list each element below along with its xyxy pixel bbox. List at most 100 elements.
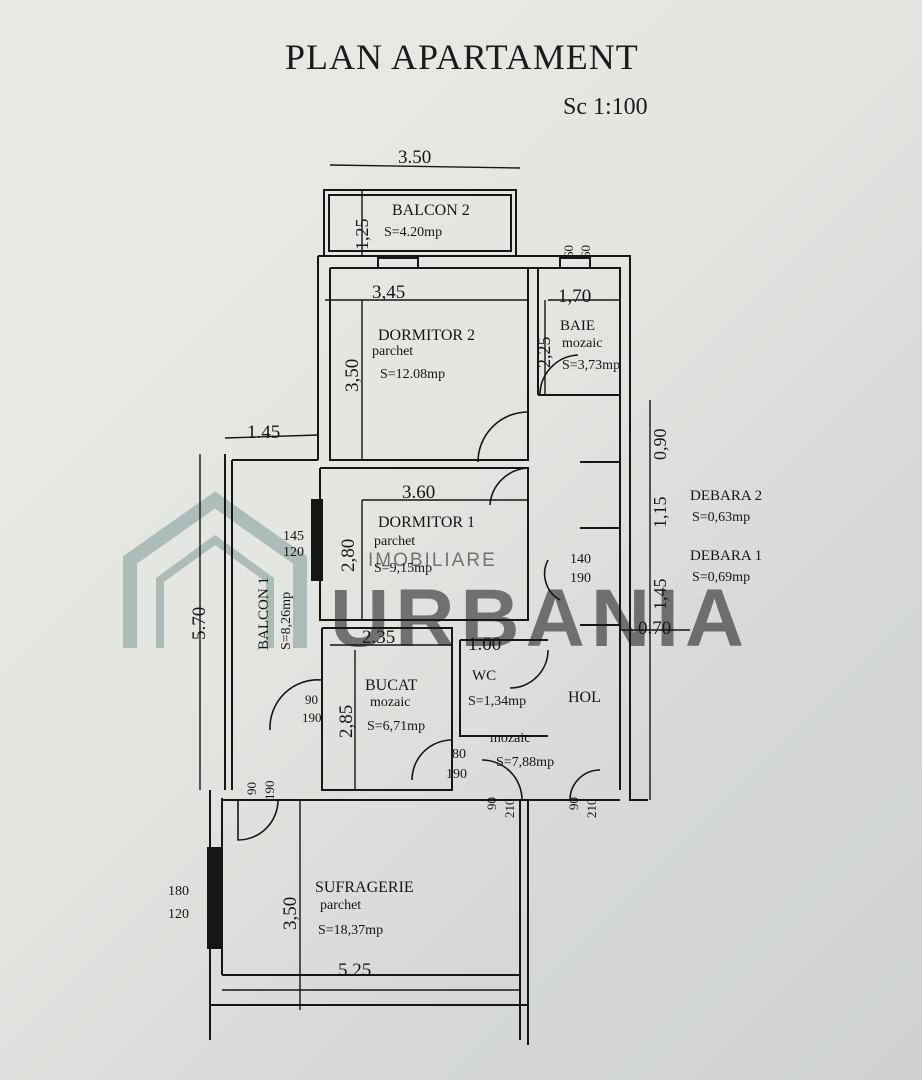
watermark-small-text: IMOBILIARE	[368, 550, 497, 571]
baie-window	[559, 257, 591, 269]
debara2-name: DEBARA 2	[690, 488, 762, 504]
baie-name: BAIE	[560, 318, 595, 334]
hol-name: HOL	[568, 689, 601, 706]
inner-wall-top-right	[330, 267, 621, 790]
dim-280: 2,80	[338, 539, 359, 572]
dormitor2-window	[377, 257, 419, 269]
hol-bucat-door	[411, 739, 453, 781]
dim-145b: 1,45	[650, 579, 670, 611]
baie-area: S=3,73mp	[562, 358, 620, 373]
wc-door	[509, 649, 549, 689]
baie-floor: mozaic	[562, 336, 602, 351]
dim-190a: 190	[570, 571, 591, 586]
bucatarie-walls	[321, 627, 453, 791]
dim-90c: 90	[244, 782, 259, 795]
debara-door	[543, 559, 561, 601]
dormitor1-floor: parchet	[374, 534, 415, 549]
dormitor2-floor: parchet	[372, 344, 413, 359]
dim-145: 1.45	[247, 422, 280, 443]
dim-350-suf: 3,50	[280, 897, 301, 930]
dormitor1-area: S=9,15mp	[374, 561, 432, 576]
dim-120-window: 120	[283, 545, 304, 560]
watermark-big-text: URBANIA	[330, 573, 750, 664]
dormitor2-door	[477, 411, 529, 463]
debara1-area: S=0,69mp	[692, 570, 750, 585]
hol-floor: mozaic	[490, 731, 530, 746]
wc-area: S=1,34mp	[468, 694, 526, 709]
bucat-floor: mozaic	[370, 695, 410, 710]
balcon2-area: S=4.20mp	[384, 225, 442, 240]
dim-90d: 90	[484, 797, 499, 810]
debara1-name: DEBARA 1	[690, 548, 762, 564]
hol-area: S=7,88mp	[496, 755, 554, 770]
dim-525: 5.25	[338, 960, 371, 981]
dormitor1-door	[489, 467, 529, 506]
debara2-area: S=0,63mp	[692, 510, 750, 525]
dim-190b: 190	[302, 710, 322, 725]
balcon1-name: BALCON 1	[256, 577, 272, 650]
dim-360: 3.60	[402, 482, 435, 503]
dim-100: 1.00	[468, 634, 501, 655]
dim-60a: 60	[561, 245, 576, 258]
dormitor2-walls	[329, 268, 529, 461]
sufragerie-window	[207, 847, 221, 949]
dim-line-145	[224, 434, 319, 439]
dim-225: 2,25	[534, 337, 554, 369]
bucatarie-door	[269, 679, 323, 731]
dim-80: 80	[452, 747, 466, 762]
dimension-lines	[199, 164, 690, 1010]
plan-title: PLAN APARTAMENT	[285, 37, 639, 77]
sufragerie-name: SUFRAGERIE	[315, 879, 414, 896]
watermark-house-icon	[123, 491, 307, 648]
dim-line-350-top	[329, 164, 521, 169]
sufragerie-area: S=18,37mp	[318, 923, 383, 938]
sufragerie-floor: parchet	[320, 898, 361, 913]
dim-210b: 210	[584, 799, 599, 819]
room-labels: BALCON 2 S=4.20mp DORMITOR 2 parchet S=1…	[256, 202, 762, 938]
doors	[237, 354, 601, 841]
dim-190c: 190	[446, 767, 467, 782]
urbania-watermark: IMOBILIARE URBANIA	[123, 491, 750, 664]
dim-180: 180	[168, 884, 189, 899]
dormitor1-name: DORMITOR 1	[378, 514, 475, 531]
dim-350-top: 3.50	[398, 147, 431, 168]
plan-scale: Sc 1:100	[563, 94, 648, 120]
dim-190d: 190	[262, 781, 277, 801]
entrance-door	[569, 769, 601, 801]
dim-120b: 120	[168, 907, 189, 922]
dim-90a: 90	[305, 692, 318, 707]
dim-235: 2.35	[362, 627, 395, 648]
dim-345: 3,45	[372, 282, 405, 303]
dim-90e: 90	[566, 797, 581, 810]
dimension-labels: 3.50 1,25 60 60 3,45 1,70 2,25 3,50 1.45…	[168, 147, 671, 981]
dim-285: 2,85	[336, 705, 357, 738]
dim-145-window: 145	[283, 529, 304, 544]
dim-115: 1,15	[650, 497, 670, 529]
baie-door	[539, 354, 579, 396]
dim-070: 0.70	[638, 618, 671, 639]
balcon2-inner	[328, 194, 512, 252]
balcon1-area: S=8,26mp	[279, 592, 294, 650]
bucat-area: S=6,71mp	[367, 719, 425, 734]
dim-350-dorm2: 3,50	[342, 359, 363, 392]
balcon2-name: BALCON 2	[392, 202, 470, 219]
dim-125: 1,25	[352, 219, 372, 251]
watermark-house-inner-icon	[156, 535, 274, 648]
dormitor1-window	[311, 499, 323, 581]
dim-090: 0,90	[650, 429, 670, 461]
dim-570: 5.70	[189, 607, 210, 640]
dormitor2-area: S=12.08mp	[380, 367, 445, 382]
wc-name: WC	[472, 668, 496, 684]
dormitor2-name: DORMITOR 2	[378, 327, 475, 344]
dim-170: 1,70	[558, 286, 591, 307]
balcon-sufragerie-door	[237, 799, 279, 841]
sufragerie-hol-door	[481, 759, 523, 801]
outer-wall-right	[318, 255, 648, 801]
dim-140: 140	[570, 552, 591, 567]
wc-walls	[459, 640, 548, 737]
dim-210a: 210	[502, 799, 517, 819]
dim-60b: 60	[578, 245, 593, 258]
bucat-name: BUCAT	[365, 677, 418, 694]
